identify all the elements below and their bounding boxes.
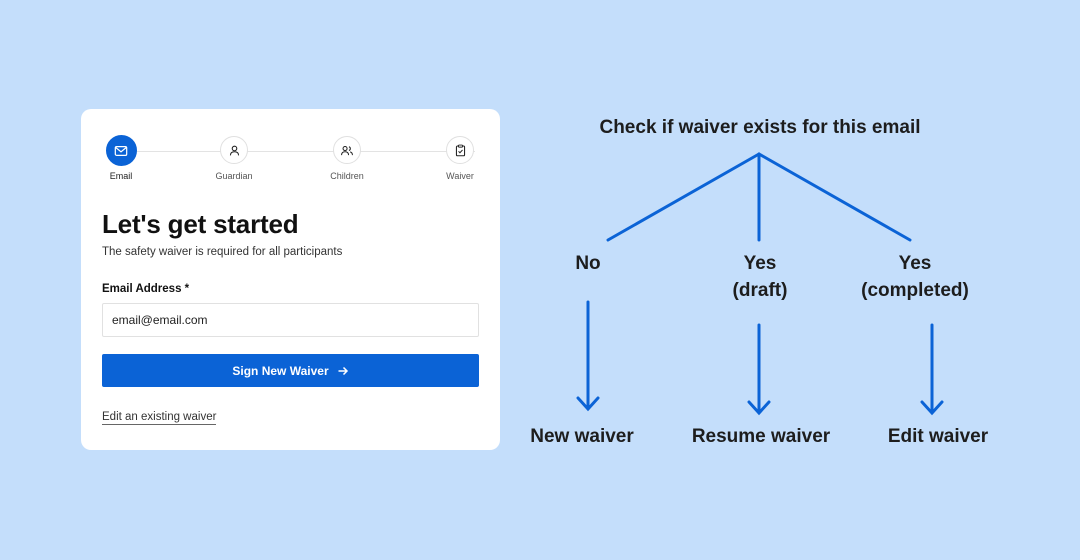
email-field-label: Email Address * <box>102 283 190 295</box>
branch-completed-label: Yes (completed) <box>861 253 969 301</box>
edit-existing-waiver-link[interactable]: Edit an existing waiver <box>102 411 217 425</box>
page-title: Let's get started <box>102 209 299 239</box>
branch-no-label: No <box>575 253 601 274</box>
step-children[interactable]: Children <box>307 136 387 181</box>
sign-new-waiver-label: Sign New Waiver <box>232 363 329 378</box>
step-waiver[interactable]: Waiver <box>420 136 500 181</box>
step-guardian[interactable]: Guardian <box>194 136 274 181</box>
outcome-edit-waiver: Edit waiver <box>887 426 989 447</box>
step-email-label: Email <box>109 171 133 181</box>
page-subtitle: The safety waiver is required for all pa… <box>102 246 343 258</box>
step-guardian-label: Guardian <box>215 171 253 181</box>
branch-draft-label: Yes (draft) <box>732 253 788 301</box>
sign-new-waiver-button[interactable]: Sign New Waiver <box>102 354 479 387</box>
stepper-line <box>119 151 475 152</box>
outcome-resume-waiver: Resume waiver <box>691 426 831 447</box>
step-children-label: Children <box>330 171 364 181</box>
step-children-circle <box>333 136 361 164</box>
branch-no: No <box>548 250 628 277</box>
waiver-form-card: Email Guardian Children <box>81 109 500 450</box>
step-waiver-circle <box>446 136 474 164</box>
step-waiver-label: Waiver <box>446 171 474 181</box>
mail-icon <box>114 145 128 156</box>
flow-question: Check if waiver exists for this email <box>599 117 921 138</box>
clipboard-check-icon <box>455 144 465 156</box>
email-field[interactable] <box>102 303 479 337</box>
branch-line-completed <box>757 152 912 242</box>
step-email[interactable]: Email <box>81 135 161 181</box>
arrow-head-new <box>576 396 600 412</box>
branch-line-no <box>606 152 761 242</box>
branch-yes-draft: Yes (draft) <box>700 250 820 304</box>
arrow-head-resume <box>747 400 771 416</box>
users-icon <box>341 145 353 155</box>
outcome-new-waiver: New waiver <box>530 426 634 447</box>
step-guardian-circle <box>220 136 248 164</box>
branch-yes-completed: Yes (completed) <box>845 250 985 304</box>
step-email-circle <box>105 135 137 166</box>
arrow-head-edit <box>920 400 944 416</box>
arrow-right-icon <box>338 366 348 375</box>
user-icon <box>229 145 239 155</box>
progress-stepper: Email Guardian Children <box>81 109 500 189</box>
